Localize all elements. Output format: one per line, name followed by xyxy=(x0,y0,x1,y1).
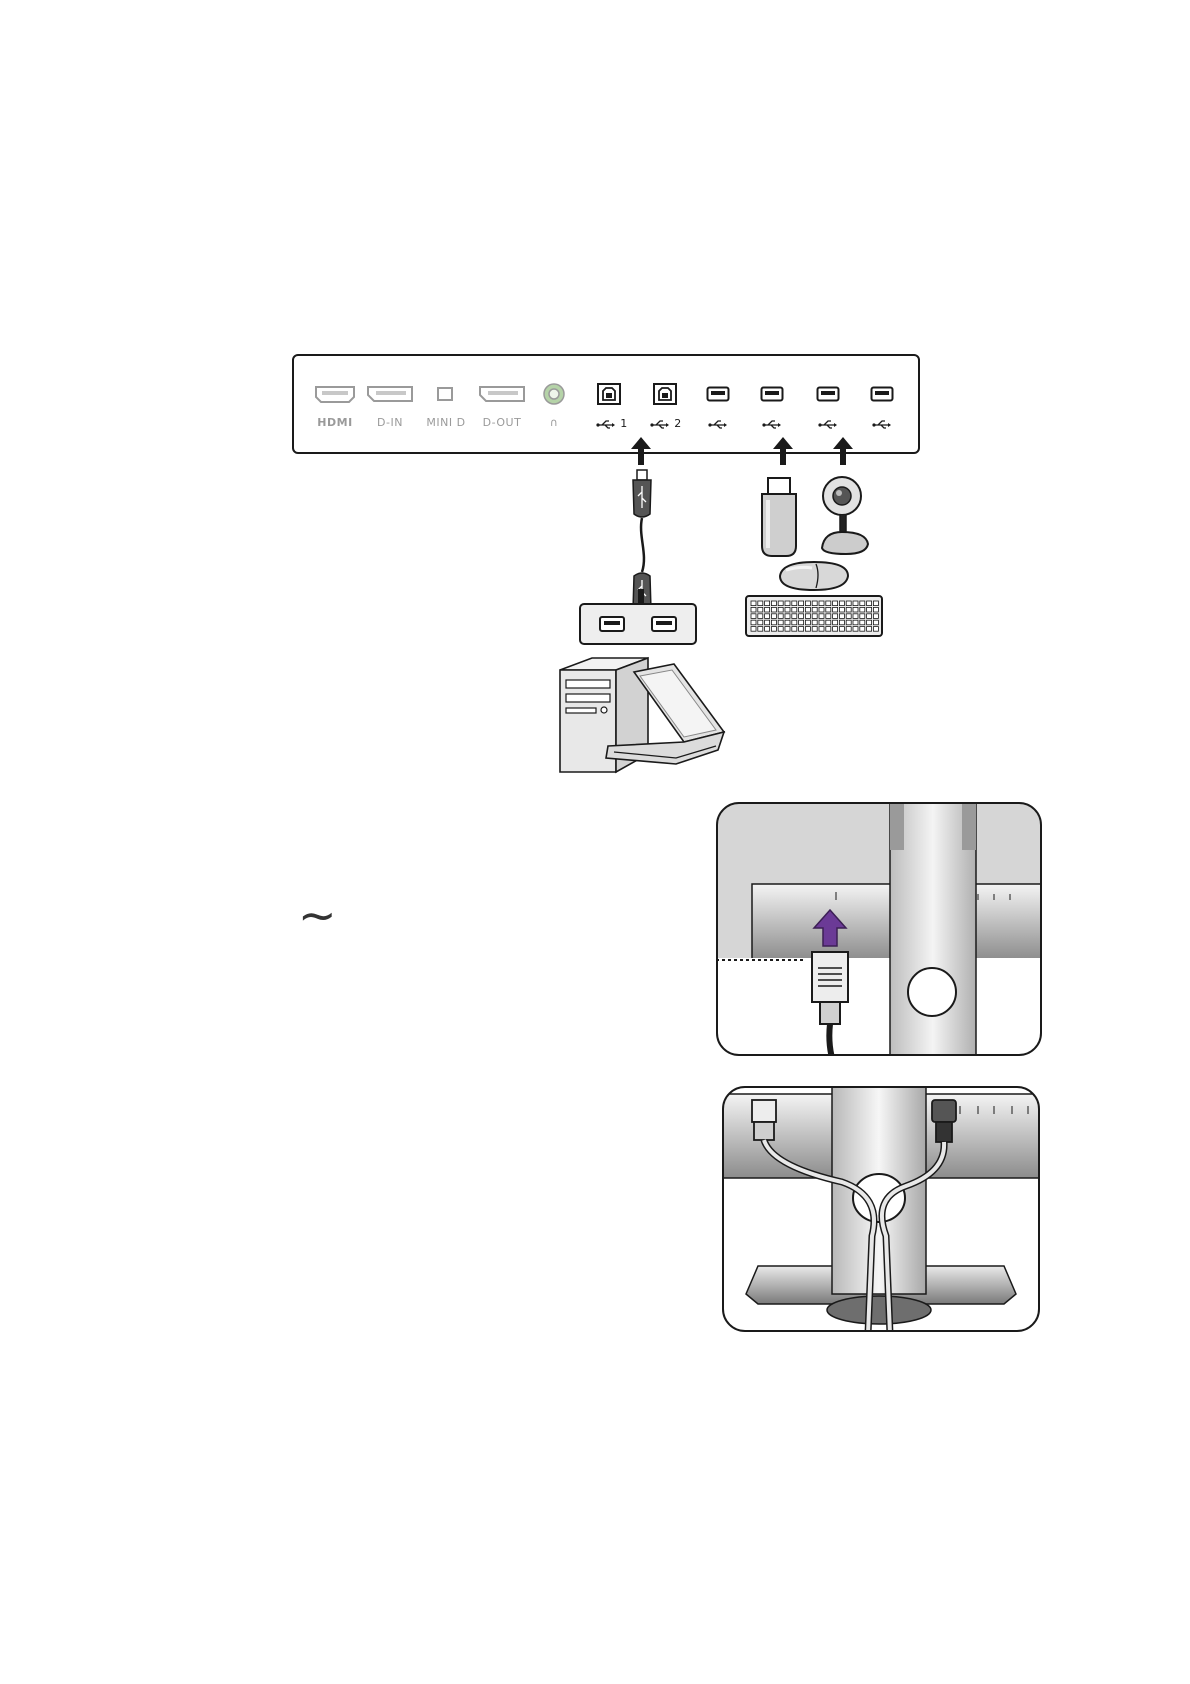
usb-a-port-2 xyxy=(760,386,784,402)
up-arrow-icon xyxy=(832,436,854,466)
computer-illustration xyxy=(556,654,732,776)
up-arrow-icon xyxy=(630,436,652,466)
headphone-label: ∩ xyxy=(550,416,559,429)
dp-out-label: D-OUT xyxy=(483,416,522,429)
usb-flash-drive-icon xyxy=(756,476,802,558)
dp-in-label: D-IN xyxy=(377,416,403,429)
cable-management-illustration xyxy=(722,1086,1040,1332)
usb-b-port-2 xyxy=(652,382,678,406)
mini-dp-port xyxy=(436,386,454,402)
up-arrow-icon xyxy=(772,436,794,466)
webcam-icon xyxy=(816,474,872,558)
pc-usb-ports xyxy=(578,602,698,646)
usb-icon xyxy=(596,420,616,430)
dp-out-port xyxy=(478,384,526,404)
usb-up-2-label: 2 xyxy=(674,417,682,430)
mini-dp-label: MINI D xyxy=(426,416,465,429)
monitor-io-panel: HDMI D-IN MINI D D-OUT ∩ 1 2 xyxy=(292,354,920,454)
usb-a-port-4 xyxy=(870,386,894,402)
mouse-icon xyxy=(776,560,852,592)
dp-in-port xyxy=(366,384,414,404)
usb-icon xyxy=(762,420,782,430)
usb-a-port-3 xyxy=(816,386,840,402)
hdmi-label: HDMI xyxy=(317,416,352,429)
usb-icon xyxy=(872,420,892,430)
usb-icon xyxy=(708,420,728,430)
usb-b-port-1 xyxy=(596,382,622,406)
headphone-jack xyxy=(542,382,566,406)
hdmi-port xyxy=(314,384,356,404)
ac-power-symbol: ~ xyxy=(298,892,337,938)
usb-up-1-label: 1 xyxy=(620,417,628,430)
usb-icon xyxy=(650,420,670,430)
keyboard-icon xyxy=(744,594,884,638)
usb-icon xyxy=(818,420,838,430)
power-cord-illustration xyxy=(716,802,1042,1056)
usb-a-port-1 xyxy=(706,386,730,402)
